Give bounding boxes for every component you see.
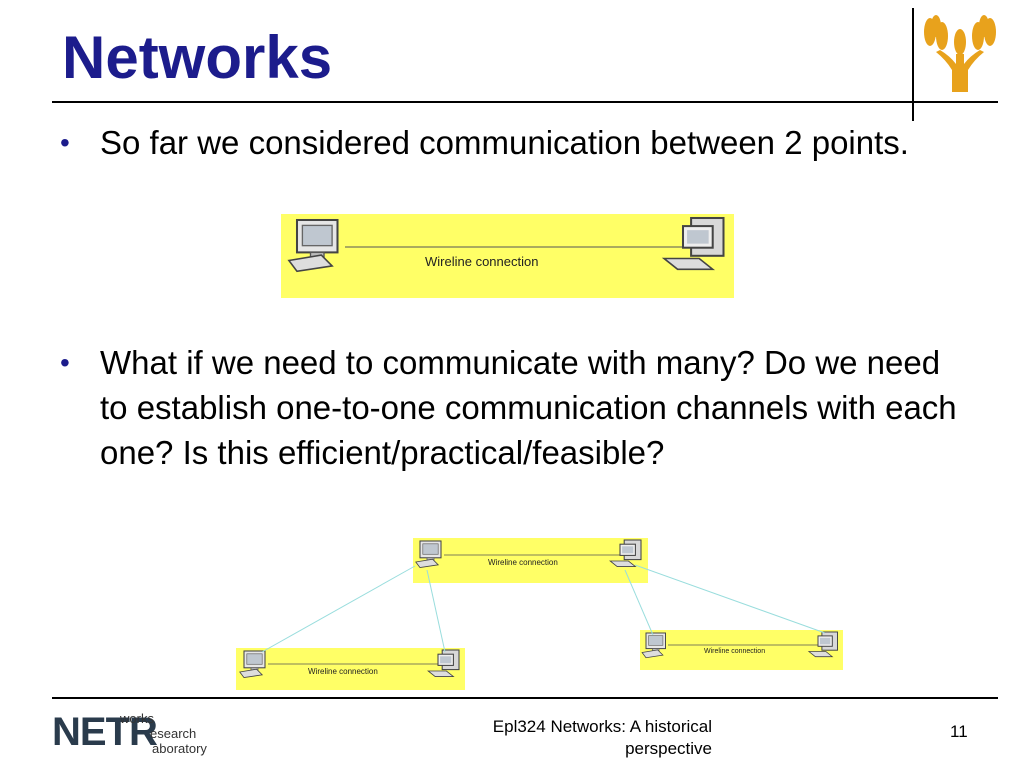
bullet-marker: •	[60, 127, 70, 158]
computer-icon-right	[808, 631, 838, 658]
logo-divider	[912, 8, 914, 121]
wireline-connection-diagram-right: Wireline connection	[640, 630, 843, 670]
bullet-text-1: So far we considered communication betwe…	[100, 124, 909, 161]
computer-icon-right	[663, 216, 725, 271]
footer-divider	[52, 697, 998, 699]
bullet-point-1: • So far we considered communication bet…	[60, 120, 960, 215]
computer-icon-left	[287, 218, 339, 273]
connection-label: Wireline connection	[425, 254, 539, 269]
netrl-logo-main-text: NETR	[52, 710, 158, 754]
computer-icon-left	[641, 632, 666, 659]
bullet-text-2: What if we need to communicate with many…	[100, 344, 957, 471]
connection-label: Wireline connection	[488, 558, 558, 567]
wireline-connection-diagram-left: Wireline connection	[236, 648, 465, 690]
footer-title: Epl324 Networks: A historical perspectiv…	[492, 717, 712, 758]
computer-icon-left	[415, 540, 442, 569]
university-tree-logo-icon	[924, 15, 996, 92]
netrl-logo-laboratory: aboratory	[152, 741, 207, 756]
connection-label: Wireline connection	[704, 648, 766, 655]
netrl-logo-esearch: esearch	[150, 726, 197, 741]
computer-icon-right	[427, 649, 460, 678]
connection-label: Wireline connection	[308, 667, 378, 676]
title-divider	[52, 101, 998, 103]
computer-icon-left	[239, 650, 266, 679]
wireline-connection-diagram-top: Wireline connection	[413, 538, 648, 583]
network-link-lines	[261, 564, 826, 653]
wireline-connection-diagram: Wireline connection	[281, 214, 734, 298]
bullet-point-2: • What if we need to communicate with ma…	[60, 340, 970, 525]
page-number: 11	[950, 722, 968, 741]
netrl-logo: NETR works esearch aboratory	[52, 710, 207, 760]
netrl-logo-works: works	[120, 711, 154, 726]
computer-icon-right	[609, 539, 642, 568]
slide-title: Networks	[62, 24, 333, 91]
bullet-marker: •	[60, 347, 70, 378]
